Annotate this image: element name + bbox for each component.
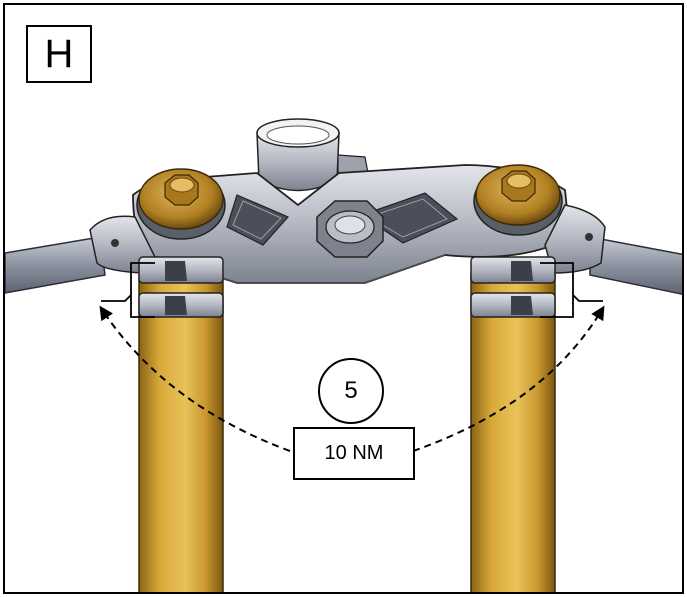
- callout-number: 5: [344, 377, 358, 404]
- right-handlebar: [589, 236, 682, 295]
- right-clip-on-clamp: [470, 204, 606, 318]
- left-clip-on-clamp: [89, 215, 224, 318]
- left-handlebar: [5, 236, 106, 294]
- torque-value-box: 10 NM: [293, 427, 415, 480]
- left-dashed-arrow: [99, 305, 291, 452]
- left-fork-tube: [138, 274, 224, 592]
- torque-value: 10 NM: [324, 442, 384, 464]
- step-label: H: [26, 25, 92, 83]
- callout-number-circle: 5: [318, 358, 384, 424]
- right-bolt-bracket: [540, 262, 603, 318]
- steering-nut: [316, 200, 384, 258]
- right-fork-tube: [470, 274, 556, 592]
- diagram-frame: H 5 10 NM: [3, 3, 684, 594]
- left-fork-cap: [136, 168, 226, 240]
- fork-assembly-drawing: [5, 118, 682, 592]
- left-bolt-bracket: [101, 262, 155, 318]
- step-letter: H: [44, 31, 74, 76]
- right-fork-cap: [473, 164, 563, 236]
